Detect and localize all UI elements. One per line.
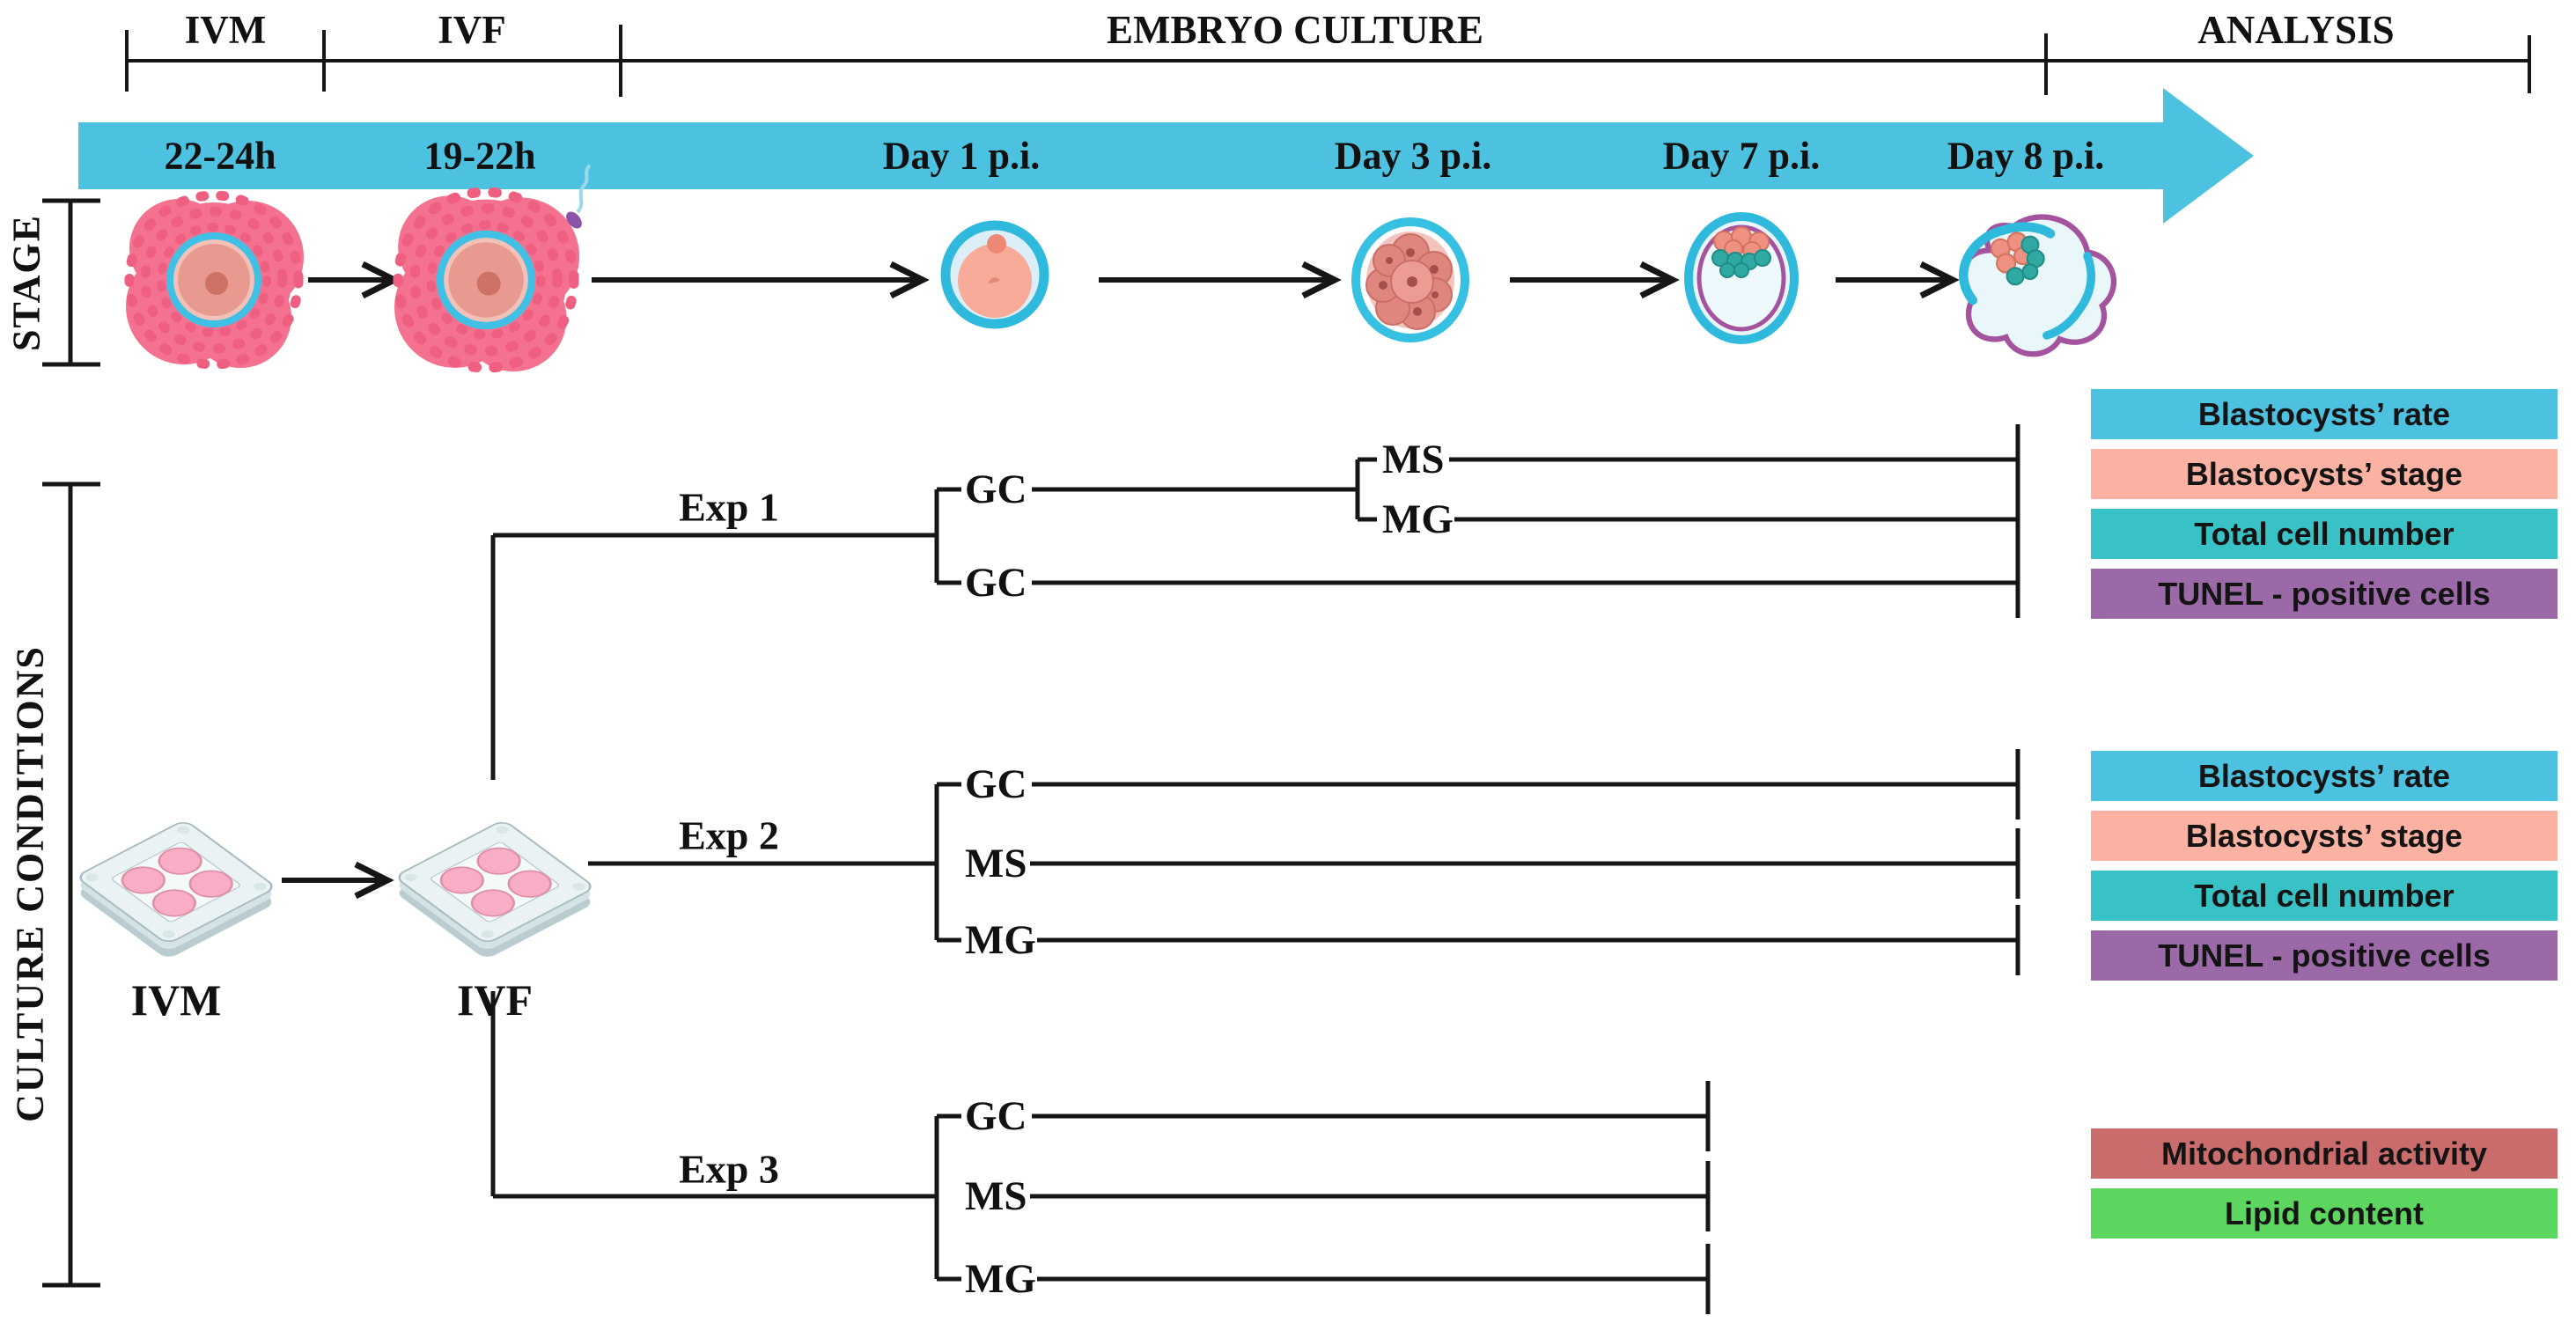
exp3-branch-gc: GC — [965, 1093, 1027, 1139]
hatching-blastocyst-day8-icon — [1962, 217, 2114, 354]
exp2-branch-mg: MG — [965, 917, 1036, 963]
legend-item: TUNEL - positive cells — [2091, 930, 2558, 981]
exp1-branch-ms: MS — [1382, 437, 1445, 482]
stage-arrows — [282, 261, 1960, 900]
exp2-branch-gc: GC — [965, 761, 1027, 807]
timeline-label-day7: Day 7 p.i. — [1662, 134, 1821, 178]
phase-label-embryo-culture: EMBRYO CULTURE — [1106, 8, 1484, 52]
exp1-label: Exp 1 — [679, 484, 779, 530]
exp2-branch-ms: MS — [965, 841, 1027, 886]
exp1-branch-gc-top: GC — [965, 467, 1027, 512]
legend-item: Lipid content — [2091, 1188, 2558, 1238]
legend-item: Total cell number — [2091, 871, 2558, 921]
exp3-branch-mg: MG — [965, 1256, 1036, 1302]
phase-label-analysis: ANALYSIS — [2197, 8, 2395, 52]
timeline-arrow-bar — [78, 88, 2254, 224]
cumulus-oocyte-complex-with-sperm-icon — [394, 192, 579, 371]
timeline-label-22-24h: 22-24h — [164, 134, 276, 178]
ivf-plate-icon — [393, 818, 597, 961]
experiment-tree — [490, 424, 2020, 1314]
timeline-label-day1: Day 1 p.i. — [882, 134, 1041, 178]
exp3-label: Exp 3 — [679, 1146, 779, 1192]
ivm-plate-label: IVM — [130, 975, 222, 1025]
legend-item: Total cell number — [2091, 509, 2558, 559]
blastocyst-day7-icon — [1689, 217, 1794, 340]
ivf-plate-label: IVF — [456, 975, 534, 1025]
exp2-label: Exp 2 — [679, 812, 779, 858]
culture-conditions-label: CULTURE CONDITIONS — [8, 645, 52, 1122]
timeline-label-day8: Day 8 p.i. — [1947, 134, 2105, 178]
phase-axis — [125, 25, 2531, 97]
cumulus-oocyte-complex-icon — [126, 195, 304, 368]
exp1-branch-mg: MG — [1382, 496, 1454, 542]
timeline-label-19-22h: 19-22h — [423, 134, 536, 178]
legend-item: Blastocysts’ rate — [2091, 389, 2558, 439]
timeline-label-day3: Day 3 p.i. — [1334, 134, 1492, 178]
legend-item: Blastocysts’ rate — [2091, 751, 2558, 801]
legend-item: Blastocysts’ stage — [2091, 449, 2558, 499]
stage-bracket — [42, 198, 100, 367]
culture-conditions-bracket — [42, 481, 100, 1288]
legend-item: Mitochondrial activity — [2091, 1128, 2558, 1179]
zygote-day1-icon — [946, 225, 1044, 324]
legend-item: TUNEL - positive cells — [2091, 569, 2558, 619]
phase-label-ivf: IVF — [438, 8, 506, 52]
exp1-branch-gc-bottom: GC — [965, 560, 1027, 606]
morula-day3-icon — [1356, 222, 1465, 338]
stage-row-label: STAGE — [4, 214, 48, 351]
legend-item: Blastocysts’ stage — [2091, 811, 2558, 861]
phase-label-ivm: IVM — [184, 8, 267, 52]
ivm-plate-icon — [74, 818, 278, 961]
exp3-branch-ms: MS — [965, 1173, 1027, 1219]
